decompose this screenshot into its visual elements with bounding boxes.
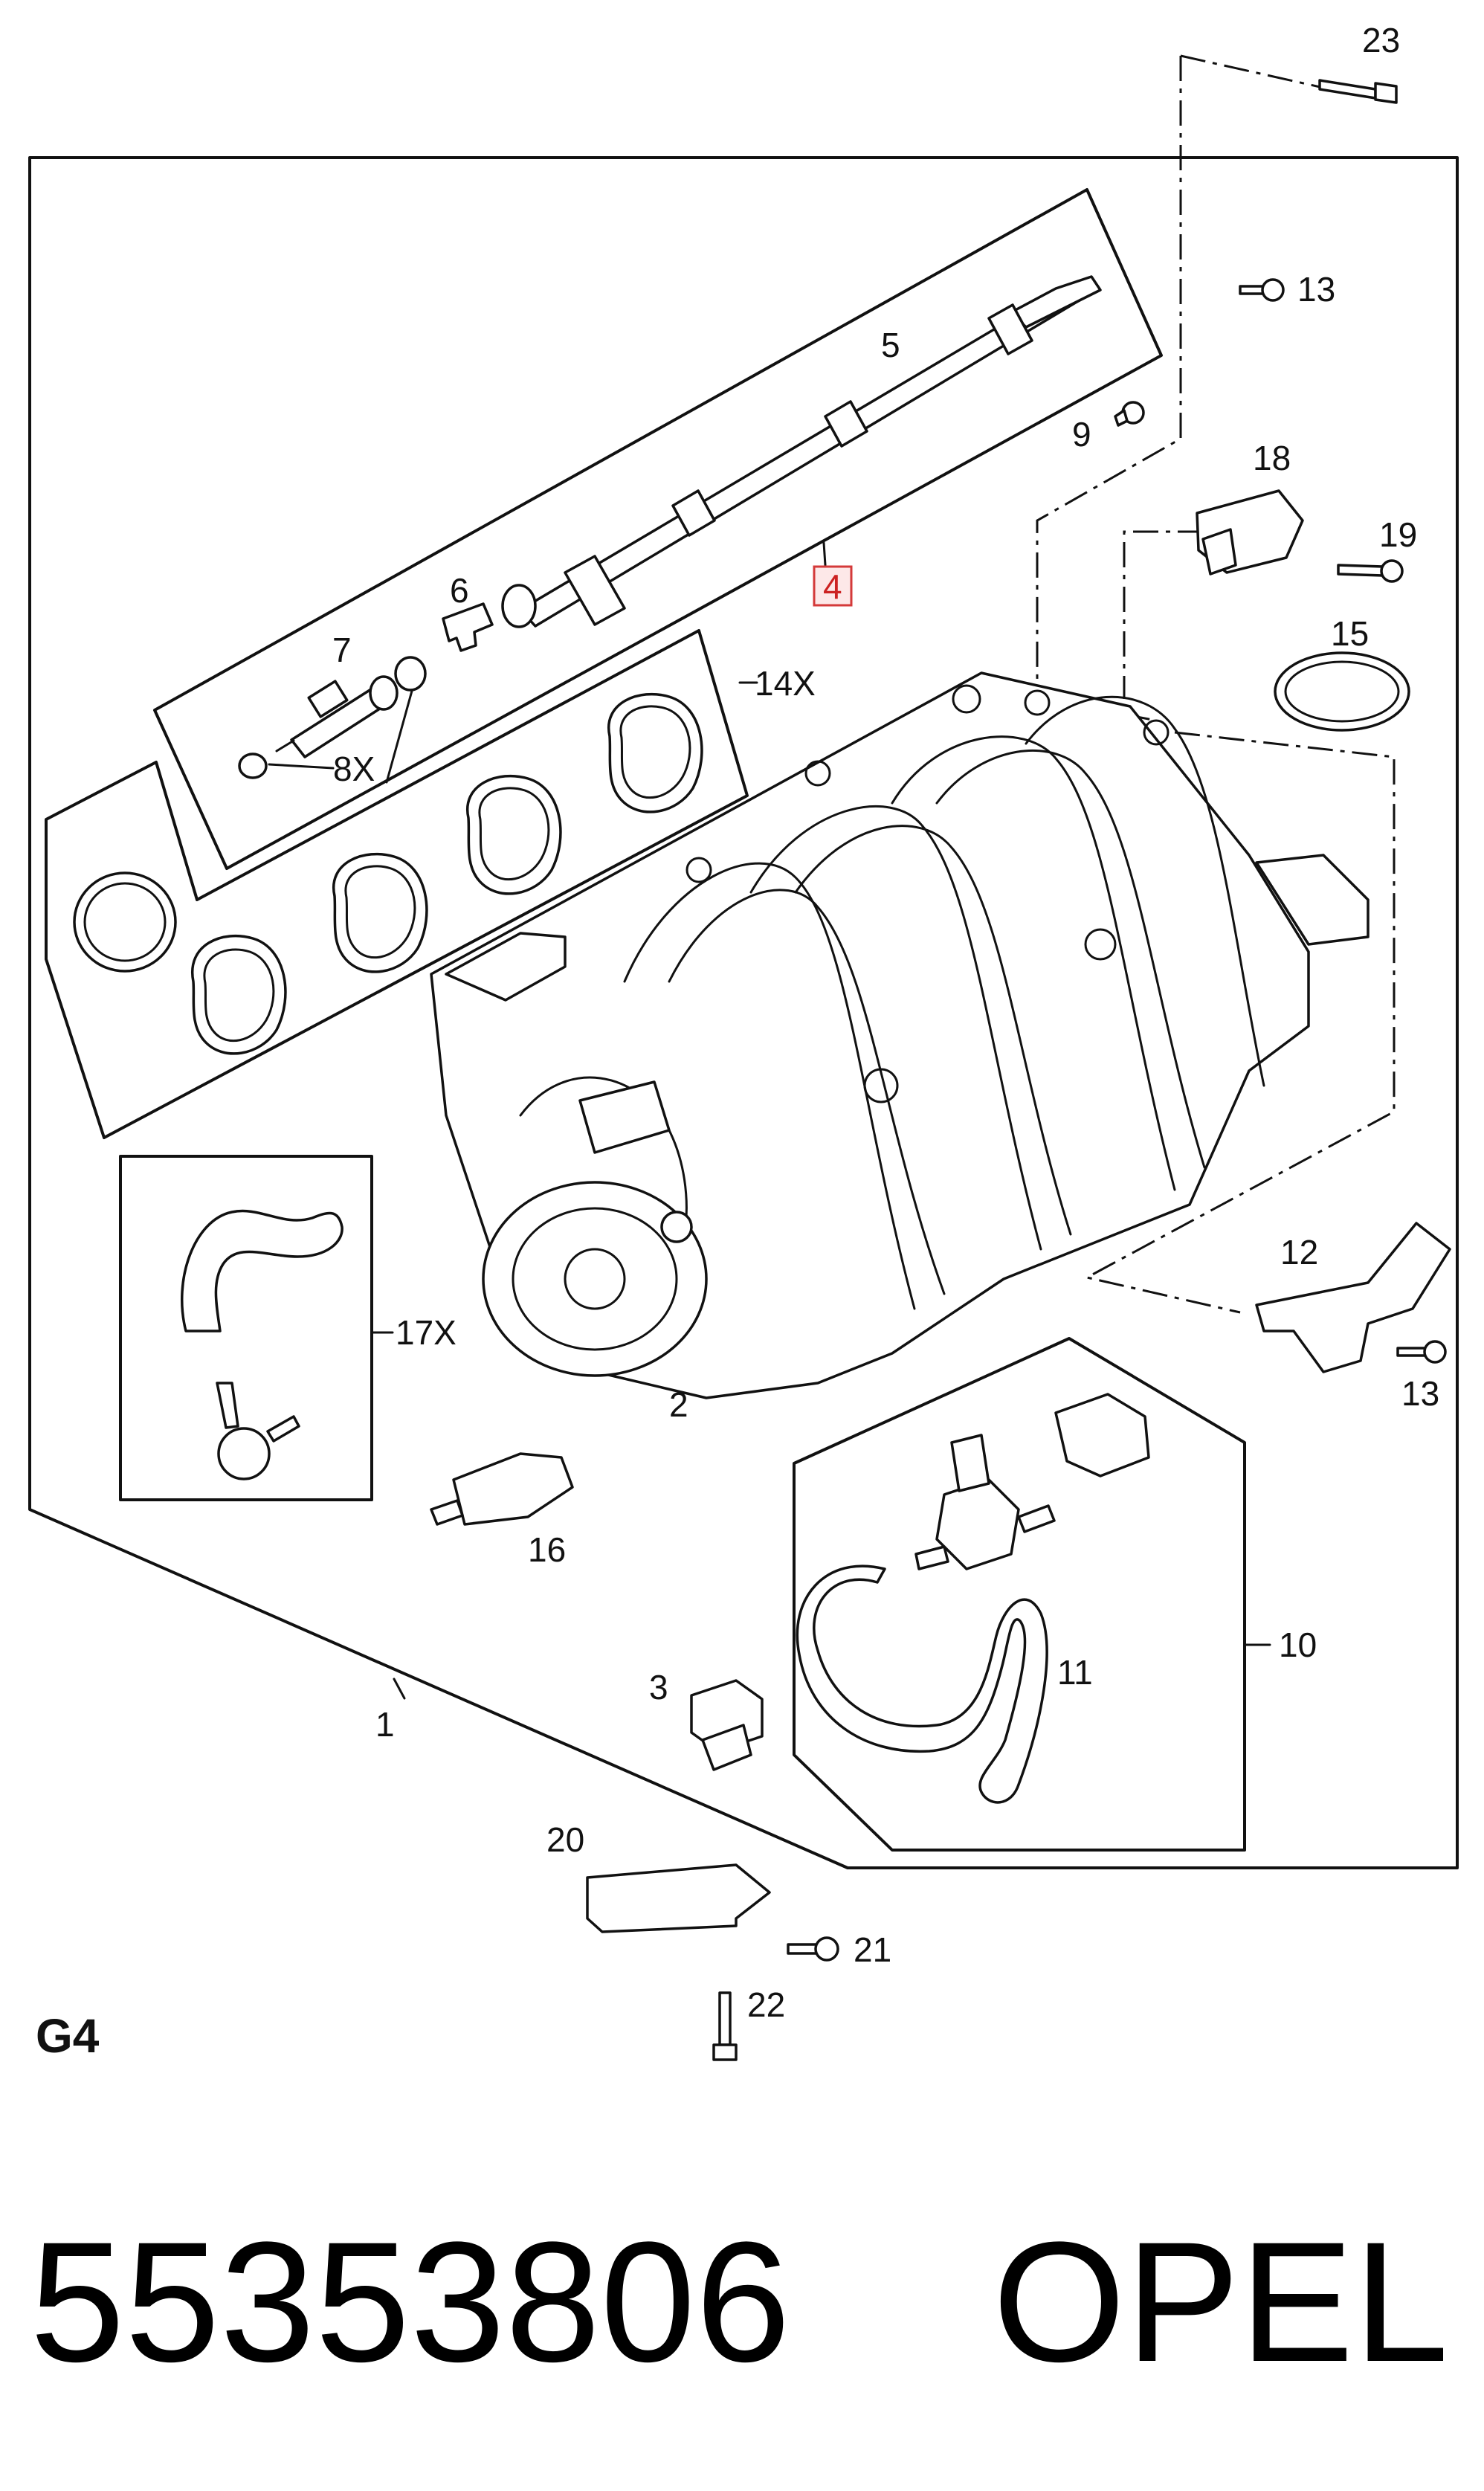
fuel-rail-group-box	[153, 188, 1163, 870]
callout-15: 15	[1331, 614, 1369, 653]
bolt-9	[1114, 401, 1145, 427]
dashed-ref-15	[1083, 731, 1396, 1314]
bolt-23	[1318, 79, 1398, 104]
callout-16: 16	[528, 1530, 566, 1569]
callout-2: 2	[669, 1385, 688, 1424]
callout-20: 20	[546, 1820, 584, 1859]
callout-3: 3	[649, 1668, 668, 1707]
dashed-ref-18	[1123, 530, 1203, 699]
bolt-13-upper	[1239, 278, 1285, 302]
section-code: G4	[36, 2009, 100, 2063]
leader-8x-a	[268, 763, 335, 770]
hose-group-box	[119, 1155, 373, 1501]
leader-8x-b	[385, 684, 415, 784]
callout-19: 19	[1379, 515, 1417, 554]
intake-gaskets	[73, 692, 703, 1055]
callout-9: 9	[1072, 415, 1091, 454]
callout-5: 5	[881, 326, 900, 364]
fuel-rail	[501, 275, 1102, 628]
sensor-16	[430, 1452, 574, 1526]
retaining-clip	[442, 602, 494, 652]
pcv-hose	[180, 1209, 343, 1480]
o-ring-lower	[238, 753, 268, 779]
callout-12: 12	[1280, 1233, 1318, 1272]
svg-text:4: 4	[823, 567, 842, 606]
callout-10: 10	[1279, 1625, 1317, 1664]
dashed-ref-23	[1036, 54, 1324, 697]
bolt-13-lower	[1396, 1340, 1447, 1364]
assembly-frame-outline	[28, 156, 1459, 1869]
seal-ring	[1274, 651, 1410, 732]
leader-4	[822, 541, 827, 567]
callout-7: 7	[332, 631, 352, 669]
callout-14x: 14X	[755, 664, 816, 703]
callout-13-lower: 13	[1401, 1374, 1439, 1413]
bolt-19	[1337, 559, 1404, 583]
callout-21: 21	[854, 1930, 891, 1969]
bolt-21	[787, 1936, 839, 1962]
purge-valve-group-box	[793, 1337, 1246, 1852]
fuel-injector	[275, 675, 399, 758]
stud-22	[712, 1991, 738, 2061]
o-ring-upper	[394, 656, 427, 692]
leader-1	[393, 1678, 406, 1700]
callout-18: 18	[1253, 439, 1291, 477]
gasket-group-box	[45, 629, 749, 1139]
purge-valve	[796, 1393, 1150, 1804]
rubber-mount	[690, 1679, 764, 1771]
callout-11: 11	[1057, 1653, 1093, 1692]
callout-1: 1	[375, 1705, 395, 1744]
part-number: 55353806	[30, 2206, 790, 2397]
callout-17x: 17X	[396, 1313, 457, 1352]
brand-name: OPEL	[993, 2206, 1449, 2397]
map-sensor	[1196, 489, 1304, 576]
callout-13-upper: 13	[1297, 270, 1335, 309]
bracket-20	[586, 1863, 771, 1933]
callout-6: 6	[450, 571, 469, 610]
callout-4-highlight[interactable]: 4	[813, 565, 853, 607]
intake-manifold	[430, 671, 1370, 1399]
callout-22: 22	[747, 1985, 785, 2024]
callout-23: 23	[1362, 21, 1400, 59]
bracket-12	[1255, 1222, 1451, 1373]
callout-8x: 8X	[333, 750, 375, 788]
